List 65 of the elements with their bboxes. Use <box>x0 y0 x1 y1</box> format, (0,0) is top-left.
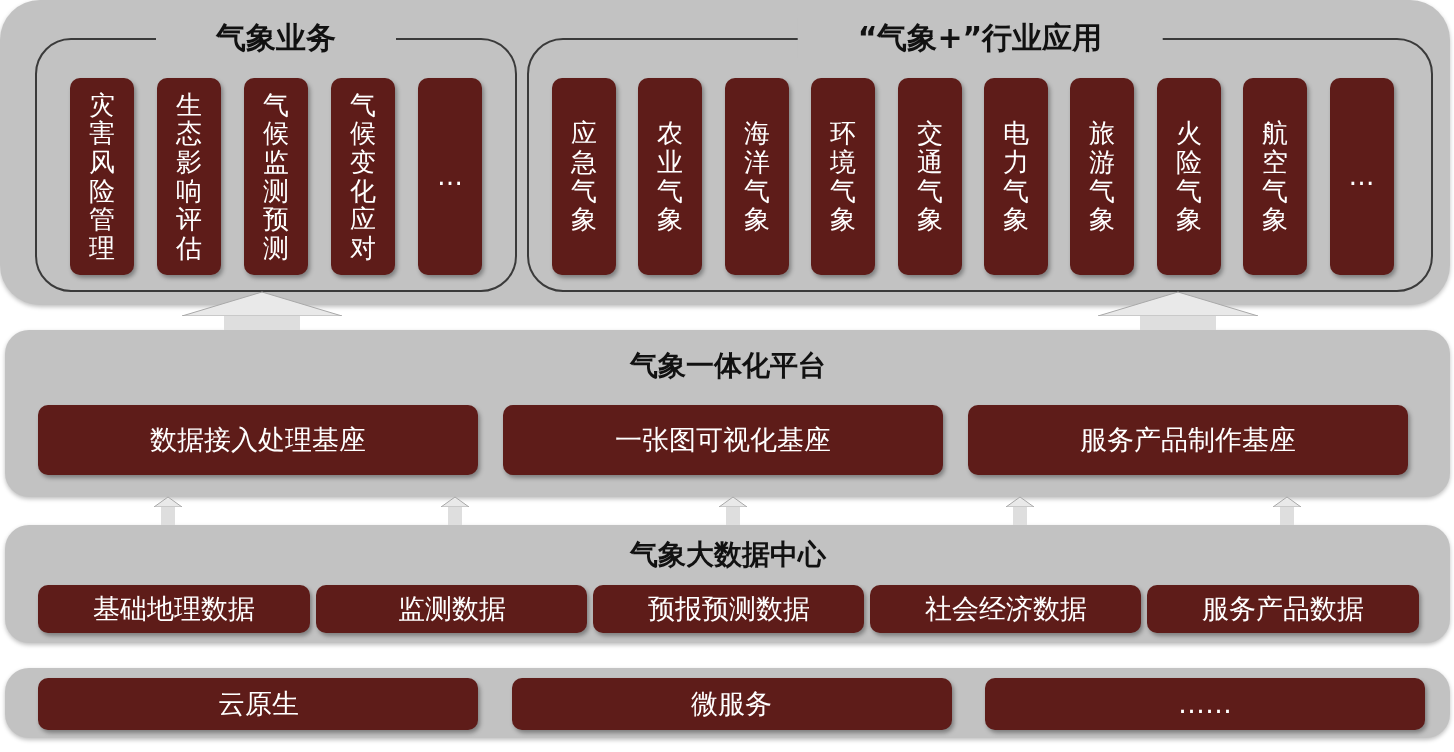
module-tile <box>157 78 221 275</box>
tile-label: 云原生 <box>217 687 299 721</box>
tile-label: 灾害风险管理 <box>89 90 115 263</box>
tile-label: 微服务 <box>691 687 772 721</box>
module-tile <box>811 78 876 275</box>
layer-panel <box>5 330 1450 497</box>
tile-label: …… <box>1178 687 1232 721</box>
module-tile <box>724 78 789 275</box>
tile-label: 基础地理数据 <box>93 592 255 626</box>
module-tile <box>38 405 478 475</box>
module-tile <box>1329 78 1394 275</box>
layer-panel <box>0 0 1450 305</box>
module-tile <box>1070 78 1135 275</box>
module-tile <box>897 78 962 275</box>
module-tile <box>985 678 1425 730</box>
tile-label: 服务产品制作基座 <box>1080 423 1296 457</box>
module-tile <box>70 78 134 275</box>
layer-title: 气象大数据中心 <box>629 537 826 573</box>
tile-label: 服务产品数据 <box>1202 592 1364 626</box>
tile-label: 航空气象 <box>1262 119 1289 234</box>
tile-label: … <box>437 162 463 191</box>
tile-label: 一张图可视化基座 <box>615 423 831 457</box>
tile-label: 预报预测数据 <box>647 592 810 626</box>
tile-label: 旅游气象 <box>1089 119 1116 234</box>
block-arrow <box>440 496 470 525</box>
module-tile <box>331 78 395 275</box>
tile-label: … <box>1348 162 1375 191</box>
module-tile <box>1156 78 1221 275</box>
tile-label: 生态影响评估 <box>176 90 202 263</box>
module-tile <box>1147 585 1419 633</box>
tile-label: 电力气象 <box>1002 119 1029 234</box>
module-tile <box>38 585 310 633</box>
block-arrow <box>718 496 748 525</box>
module-tile <box>316 585 587 633</box>
module-tile <box>870 585 1141 633</box>
module-tile <box>418 78 482 275</box>
tile-label: 海洋气象 <box>743 119 770 234</box>
tile-label: 火险气象 <box>1175 119 1202 234</box>
module-tile <box>244 78 308 275</box>
module-tile <box>552 78 616 275</box>
layer-title: 气象一体化平台 <box>629 348 826 384</box>
layer-panel <box>5 525 1450 643</box>
module-tile <box>968 405 1408 475</box>
tile-label: 数据接入处理基座 <box>150 423 366 457</box>
block-arrow <box>1097 291 1259 330</box>
block-arrow <box>1005 496 1035 525</box>
module-tile <box>1243 78 1308 275</box>
tile-label: 社会经济数据 <box>924 592 1087 626</box>
tile-label: 气候监测预测 <box>263 90 289 263</box>
module-tile <box>593 585 864 633</box>
tile-label: 气候变化应对 <box>350 90 376 263</box>
tile-label: 环境气象 <box>830 119 857 234</box>
module-tile <box>503 405 943 475</box>
tile-label: 交通气象 <box>916 119 943 234</box>
tile-label: 监测数据 <box>397 592 506 626</box>
module-tile <box>38 678 478 730</box>
module-tile <box>511 678 952 730</box>
module-tile <box>983 78 1048 275</box>
layer-panel <box>5 668 1450 738</box>
module-tile <box>638 78 703 275</box>
block-arrow <box>181 291 343 330</box>
tile-label: 应急气象 <box>571 119 597 234</box>
block-arrow <box>153 496 183 525</box>
block-arrow <box>1272 496 1302 525</box>
tile-label: 农业气象 <box>657 119 684 234</box>
